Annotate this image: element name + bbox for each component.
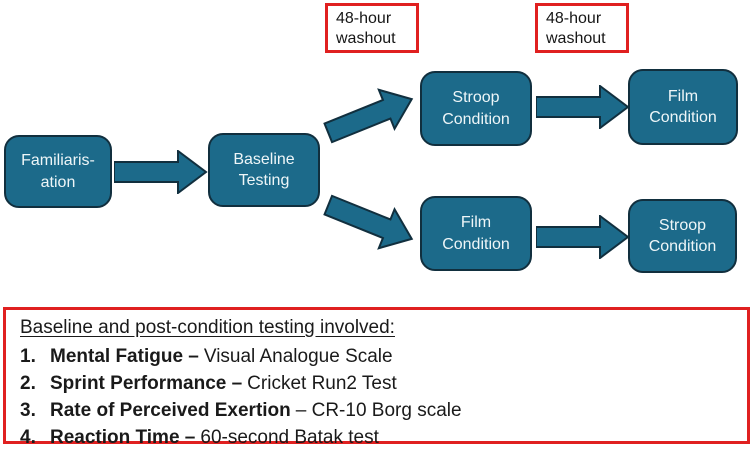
washout-box-2: 48-hour washout bbox=[535, 3, 629, 53]
arrow-baseline-to-stroop bbox=[323, 88, 414, 144]
legend-heading: Baseline and post-condition testing invo… bbox=[20, 317, 395, 338]
legend-item-number: 2. bbox=[20, 373, 36, 394]
legend-item-desc: Visual Analogue Scale bbox=[203, 346, 393, 367]
node-stroop-condition-top: Stroop Condition bbox=[420, 71, 532, 146]
legend-item-desc: 60-second Batak test bbox=[200, 427, 379, 448]
legend-item-number: 3. bbox=[20, 400, 36, 421]
arrow-film-to-stroop bbox=[536, 215, 630, 259]
node-film-condition-top: Film Condition bbox=[628, 69, 738, 145]
legend-item-number: 1. bbox=[20, 346, 36, 367]
legend-item-title: Rate of Perceived Exertion bbox=[50, 400, 291, 421]
node-stroop-condition-bottom: Stroop Condition bbox=[628, 199, 737, 273]
legend-item-desc: Cricket Run2 Test bbox=[247, 373, 397, 394]
arrow-familiarisation-to-baseline bbox=[114, 150, 208, 194]
legend-item-title: Mental Fatigue – bbox=[50, 346, 199, 367]
testing-legend-panel: Baseline and post-condition testing invo… bbox=[3, 307, 750, 448]
legend-item-number: 4. bbox=[20, 427, 36, 448]
legend-item-perceived-exertion: 3. Rate of Perceived Exertion– CR-10 Borg… bbox=[20, 397, 735, 424]
legend-item-sprint-performance: 2. Sprint Performance –Cricket Run2 Test bbox=[20, 370, 735, 397]
legend-item-mental-fatigue: 1. Mental Fatigue –Visual Analogue Scale bbox=[20, 343, 735, 370]
node-baseline-testing: Baseline Testing bbox=[208, 133, 320, 207]
node-film-condition-bottom: Film Condition bbox=[420, 196, 532, 271]
legend-item-title: Sprint Performance – bbox=[50, 373, 243, 394]
node-familiarisation: Familiaris- ation bbox=[4, 135, 112, 208]
arrow-stroop-to-film bbox=[536, 85, 630, 129]
legend-item-desc: – CR-10 Borg scale bbox=[295, 400, 462, 421]
legend-item-title: Reaction Time – bbox=[50, 427, 196, 448]
arrow-baseline-to-film bbox=[323, 194, 414, 250]
washout-box-1: 48-hour washout bbox=[325, 3, 419, 53]
legend-item-reaction-time: 4. Reaction Time –60-second Batak test bbox=[20, 424, 735, 449]
